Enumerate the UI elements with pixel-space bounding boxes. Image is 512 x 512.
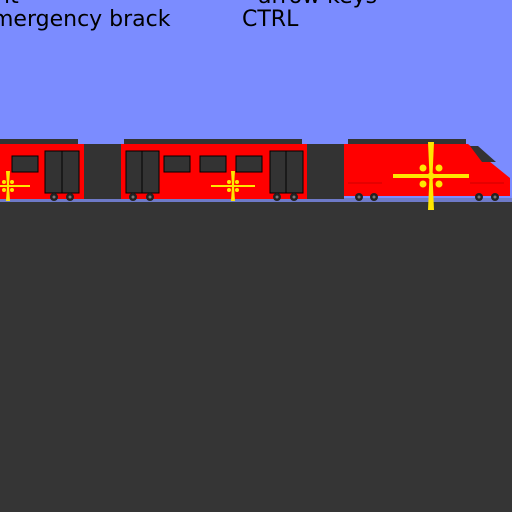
middle-car-window xyxy=(163,155,191,173)
locomotive-wheels xyxy=(355,193,499,201)
rear-car-window xyxy=(11,155,39,173)
locomotive xyxy=(344,139,510,210)
locomotive-windshield xyxy=(470,146,496,162)
hud-partial-label-left: ıt xyxy=(4,0,19,8)
ground-area xyxy=(0,200,512,512)
middle-car-window xyxy=(235,155,263,173)
locomotive-roof xyxy=(348,139,466,144)
car-connector xyxy=(84,144,121,199)
emergency-brake-label: mergency brack xyxy=(0,7,171,32)
middle-car-roof xyxy=(124,139,302,144)
locomotive-body xyxy=(344,144,510,196)
car-connector xyxy=(307,144,344,199)
emergency-brake-key: CTRL xyxy=(242,7,299,32)
sun-emblem-icon xyxy=(393,142,469,210)
hud-controls-label: arrow keys xyxy=(258,0,377,8)
rear-car-roof xyxy=(0,139,78,144)
middle-car-window xyxy=(199,155,227,173)
middle-car xyxy=(121,139,307,201)
rear-car-wheels xyxy=(50,193,74,201)
sun-emblem-icon xyxy=(0,171,30,201)
middle-car-wheels xyxy=(129,193,298,201)
rear-car xyxy=(0,139,84,201)
sun-emblem-icon xyxy=(211,171,255,201)
rail-line xyxy=(0,198,512,202)
